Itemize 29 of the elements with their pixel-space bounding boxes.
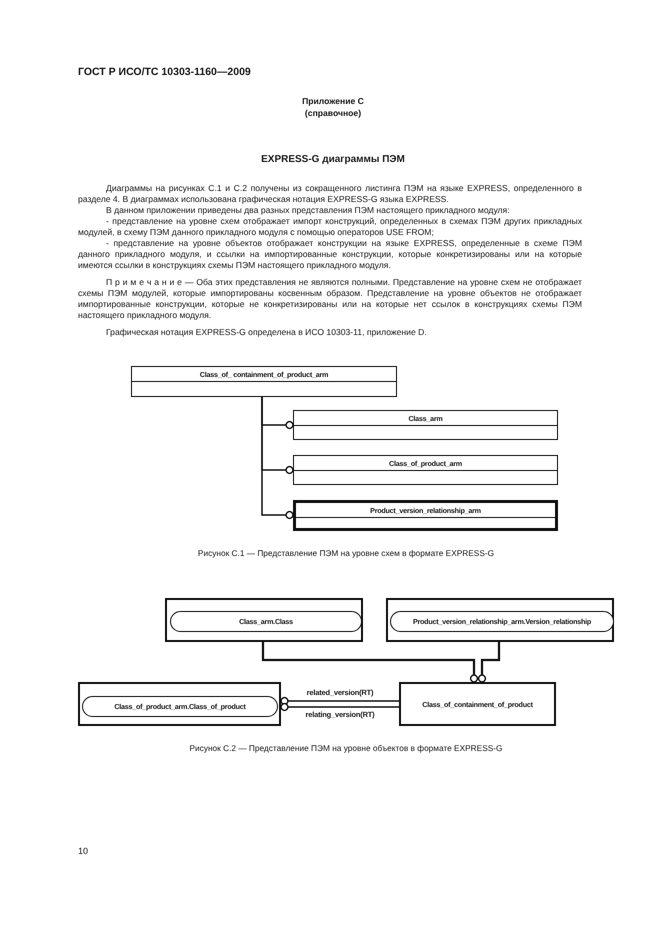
entity-box — [293, 410, 558, 440]
paragraph: - представление на уровне объектов отображает конструкции на языке EXPRESS, определенные в схеме ПЭМ данного прикладного модуля, и ссылки на импортированные конструкции, которые конкретизированы или на которые имеются ссылки в конструкциях схемы ПЭМ настоящего прикладного модуля. — [78, 238, 582, 271]
appendix-note: (справочное) — [304, 108, 362, 118]
entity-box — [131, 366, 397, 397]
entity-box — [293, 500, 558, 531]
figure-caption: Рисунок С.2 — Представление ПЭМ на уровне объектов в формате EXPRESS-G — [190, 743, 502, 753]
connector — [280, 702, 399, 712]
paragraph: - представление на уровне схем отображает импорт конструкций, определенных в схемах ПЭМ других прикладных модулей, в схему ПЭМ данного прикладного модуля с помощью операторов USE FROM; — [78, 216, 582, 238]
connector — [262, 642, 478, 683]
page-number: 10 — [78, 846, 88, 856]
frame-box — [165, 598, 363, 642]
paragraph: В данном приложении приведены два разных представления ПЭМ настоящего прикладного модуля: — [105, 205, 511, 216]
attribute-pill — [82, 696, 278, 717]
attribute-pill — [170, 611, 362, 632]
paragraph: Графическая нотация EXPRESS-G определена в ИСО 10303-11, приложение D. — [105, 327, 428, 338]
entity-box — [399, 682, 556, 726]
appendix-heading: Приложение С — [302, 96, 364, 106]
attribute-pill — [390, 611, 614, 632]
frame-box — [78, 682, 281, 726]
connector — [478, 642, 500, 683]
figure-caption: Рисунок С.1 — Представление ПЭМ на уровне схем в формате EXPRESS-G — [198, 548, 494, 558]
section-title: EXPRESS-G диаграммы ПЭМ — [261, 154, 405, 165]
connector — [261, 397, 294, 520]
connector — [280, 696, 399, 706]
paragraph: П р и м е ч а н и е — Оба этих представления не являются полными. Представление на уровне схем не отображает схемы ПЭМ модулей, которые импортированы косвенным образом. Представление на уровне объектов не отображает импортированные конструкции, которые не конкретизированы или на которые нет ссылок в конструкциях схемы ПЭМ настоящего прикладного модуля. — [78, 277, 582, 321]
entity-box — [293, 455, 558, 485]
frame-box — [386, 598, 614, 642]
document-header: ГОСТ Р ИСО/ТС 10303-1160—2009 — [78, 66, 251, 78]
paragraph: Диаграммы на рисунках С.1 и С.2 получены из сокращенного листинга ПЭМ на языке EXPRESS, определенного в разделе 4. В диаграммах использована графическая нотация EXPRESS-G языка EXPRESS. — [78, 183, 582, 205]
